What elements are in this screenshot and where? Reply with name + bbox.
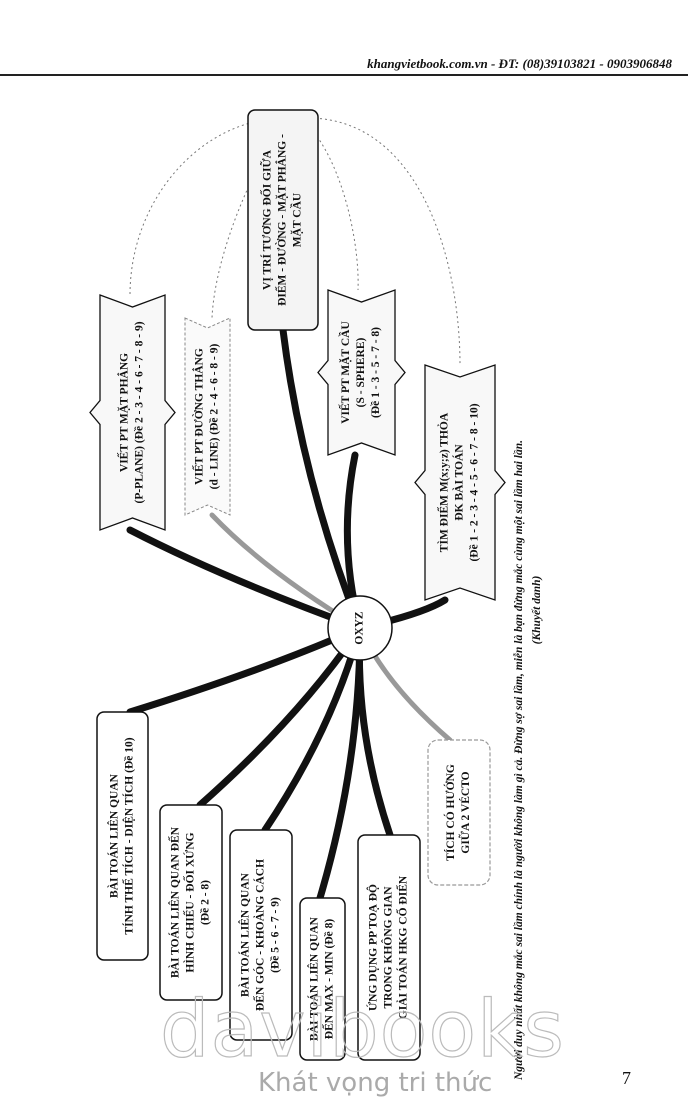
dotted-link bbox=[309, 117, 461, 366]
page-header: khangvietbook.com.vn - ĐT: (08)39103821 … bbox=[367, 56, 672, 71]
node-vi-tri-line: MẶT CẦU bbox=[289, 192, 304, 247]
node-hinh-chieu-line: BÀI TOÁN LIÊN QUAN ĐẾN bbox=[167, 826, 182, 978]
node-tim-diem-line: ĐK BÀI TOÁN bbox=[452, 444, 466, 521]
node-tich-co-huong-line: GIỮA 2 VÉCTO bbox=[458, 771, 472, 853]
node-goc-line: BÀI TOÁN LIÊN QUAN bbox=[238, 872, 252, 997]
branch-hinh-chieu bbox=[196, 624, 364, 809]
node-tim-diem-box bbox=[414, 364, 506, 601]
node-tich-co-huong-line: TÍCH CÓ HƯỚNG bbox=[443, 764, 457, 861]
node-duong-thang-line: (d - LINE) (Đề 2 - 4 - 6 - 8 - 9) bbox=[208, 344, 221, 490]
node-mat-cau-line: (S - SPHERE) bbox=[355, 338, 367, 408]
node-vi-tri-line: VỊ TRÍ TƯƠNG ĐỐI GIỮA bbox=[259, 149, 274, 290]
node-vi-tri-box bbox=[247, 109, 319, 331]
node-vi-tri-line: ĐIỂM - ĐƯỜNG - MẶT PHẲNG - bbox=[274, 134, 289, 306]
node-hinh-chieu-line: (Đề 2 - 8) bbox=[199, 880, 212, 925]
node-mat-phang-line: (P-PLANE) (Đề 2 - 3 - 4 - 6 - 7 - 8 - 9) bbox=[133, 321, 146, 503]
watermark-brand: davibooks bbox=[159, 984, 565, 1075]
node-tich-co-huong-box bbox=[427, 739, 491, 886]
watermark-slogan: Khát vọng tri thức bbox=[258, 1068, 493, 1098]
node-ung-dung-line: ỨNG DỤNG PP TOẠ ĐỘ bbox=[366, 884, 380, 1011]
page-number: 7 bbox=[622, 1068, 631, 1088]
node-the-tich-line: TÍNH THỂ TÍCH - DIỆN TÍCH (Đề 10) bbox=[121, 737, 136, 934]
center-label: OXYZ bbox=[354, 611, 366, 645]
node-duong-thang-line: VIẾT PT ĐƯỜNG THẲNG bbox=[191, 348, 206, 485]
node-ung-dung-box bbox=[357, 834, 421, 1061]
node-the-tich-box bbox=[96, 711, 149, 961]
node-hinh-chieu-line: HÌNH CHIẾU - ĐỐI XỨNG bbox=[182, 832, 197, 972]
node-max-min-line: ĐẾN MAX - MIN (Đề 8) bbox=[321, 919, 336, 1040]
node-goc-line: (Đề 5 - 6 - 7 - 9) bbox=[269, 897, 282, 973]
branch-max-min bbox=[316, 624, 364, 902]
node-hinh-chieu-box bbox=[159, 804, 223, 1001]
node-goc-line: ĐẾN GÓC - KHOẢNG CÁCH bbox=[252, 859, 267, 1011]
branch-vi-tri bbox=[279, 326, 364, 632]
node-mat-cau-line: VIẾT PT MẶT CẦU bbox=[337, 321, 352, 424]
node-duong-thang-box bbox=[184, 317, 231, 516]
node-tim-diem-line: TÌM ĐIỂM M(x;y;z) THỎA bbox=[436, 412, 451, 552]
node-mat-phang-line: VIẾT PT MẶT PHẲNG bbox=[116, 353, 131, 472]
node-goc-box bbox=[229, 829, 293, 1041]
node-max-min-box bbox=[299, 897, 346, 1061]
node-mat-cau-line: (Đề 1 - 3 - 5 - 7 - 8) bbox=[369, 327, 382, 418]
dotted-link bbox=[211, 117, 291, 319]
node-mat-cau-box bbox=[317, 289, 406, 456]
quote-author: (Khuyết danh) bbox=[530, 575, 543, 644]
center-node bbox=[327, 595, 393, 661]
dotted-link bbox=[299, 117, 359, 291]
node-max-min-line: BÀI TOÁN LIÊN QUAN bbox=[307, 916, 321, 1041]
quote-text: Người duy nhất không mắc sai lầm chính l… bbox=[512, 440, 525, 1081]
node-ung-dung-line: TRONG KHÔNG GIAN bbox=[381, 886, 395, 1009]
branch-mat-phang bbox=[126, 526, 364, 632]
node-ung-dung-line: GIẢI TOÁN HKG CỔ ĐIỂN bbox=[395, 875, 410, 1019]
node-tim-diem-line: (Đề 1 - 2 - 3 - 4 - 5 - 6 - 7 - 8 - 10) bbox=[468, 403, 481, 561]
header-divider bbox=[0, 74, 688, 76]
node-the-tich-line: BÀI TOÁN LIÊN QUAN bbox=[107, 773, 121, 898]
node-mat-phang-box bbox=[89, 294, 176, 531]
